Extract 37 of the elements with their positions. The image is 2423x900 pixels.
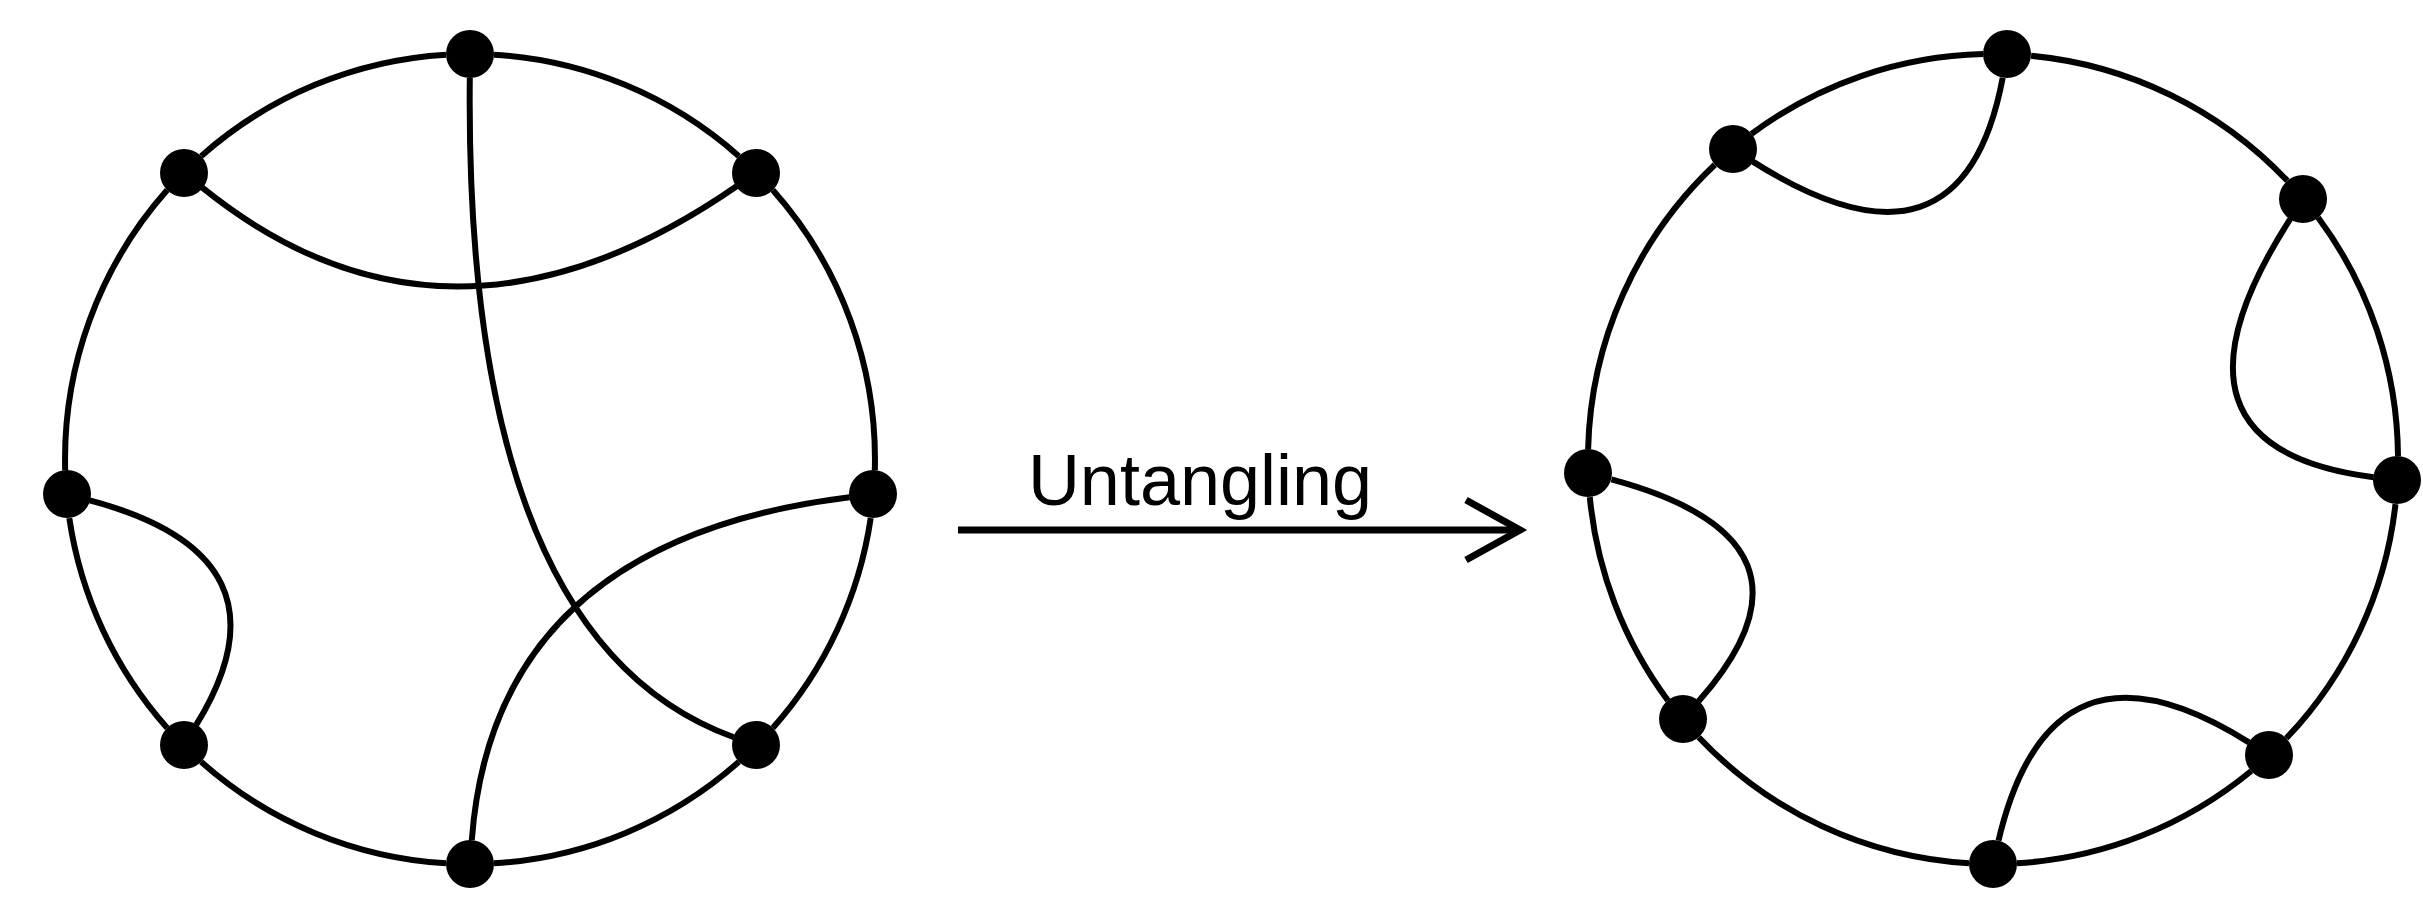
graph-vertex — [446, 30, 494, 78]
graph-vertex — [159, 721, 208, 770]
graph-edge — [2016, 768, 2253, 867]
graph-edge — [199, 759, 447, 867]
graph-vertex — [2245, 731, 2294, 780]
graph-vertex — [1658, 695, 1707, 744]
graph-edge — [1751, 77, 2006, 215]
graph-edge — [493, 759, 741, 867]
graph-edge — [200, 183, 739, 290]
graph-edge — [1696, 735, 1970, 867]
graph-vertex — [159, 148, 208, 197]
graph-vertex — [2373, 456, 2422, 505]
graph-edge — [2030, 52, 2290, 183]
arrow-label: Untangling — [1026, 440, 1374, 520]
graph-edge — [770, 188, 878, 471]
graph-edge — [2230, 217, 2375, 481]
graph-edge — [199, 51, 447, 159]
graph-edge — [770, 517, 874, 730]
graph-edge — [88, 497, 234, 727]
graph-edge — [1586, 496, 1671, 703]
graph-edge — [1585, 162, 1717, 450]
graph-edge — [1610, 476, 1756, 704]
graph-edge — [66, 517, 170, 730]
graph-edge — [1749, 51, 1984, 137]
graph-vertex — [2279, 174, 2328, 223]
graph-edge — [468, 494, 851, 841]
graph-edge — [466, 77, 736, 740]
graph-edge — [2284, 503, 2399, 741]
graph-vertex — [446, 840, 494, 888]
graph-edge — [62, 188, 170, 471]
graph-edge — [493, 51, 741, 159]
graph-edge — [1995, 695, 2251, 842]
graph-vertex — [1969, 840, 2017, 888]
graph-edge — [2315, 215, 2401, 457]
graph-vertex — [732, 148, 781, 197]
graph-vertex — [732, 721, 781, 770]
graph-vertex — [1708, 124, 1757, 173]
